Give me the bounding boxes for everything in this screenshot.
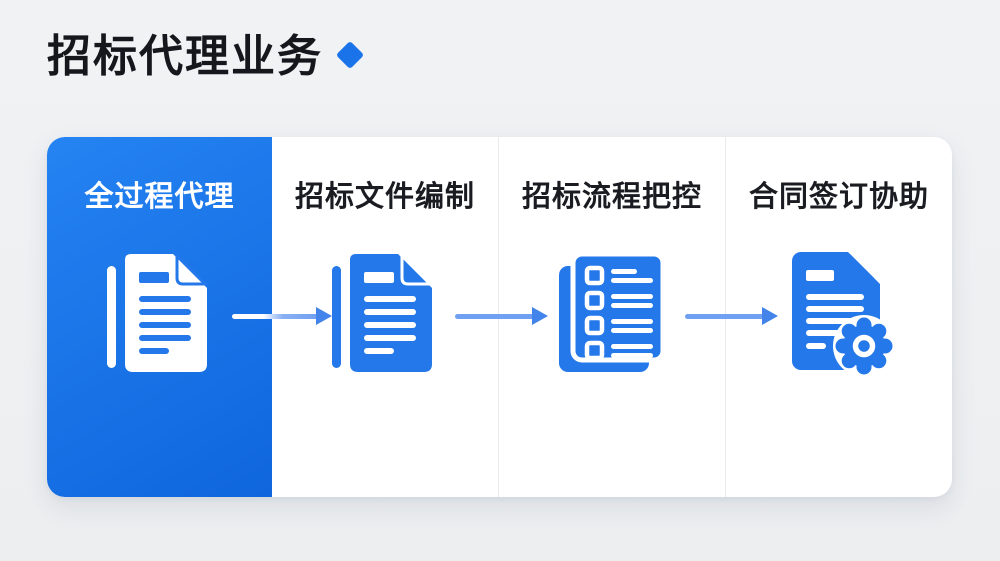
documents-icon [101, 250, 219, 378]
documents-icon [326, 250, 444, 378]
diamond-accent-icon [335, 41, 365, 70]
flow-arrow-1 [232, 303, 332, 329]
checklist-icon [553, 250, 671, 378]
step-label: 招标流程把控 [521, 181, 702, 213]
arrow-head-icon [316, 307, 332, 325]
flow-arrow-2 [455, 303, 548, 329]
page-title-text: 招标代理业务 [47, 32, 323, 81]
step-bidding-process-control: 招标流程把控 [498, 137, 725, 497]
arrow-head-icon [532, 307, 548, 325]
contract-gear-icon [780, 250, 898, 378]
step-contract-signing-assistance: 合同签订协助 [725, 137, 952, 497]
step-label: 全过程代理 [84, 181, 235, 213]
arrow-shaft [685, 313, 765, 319]
arrow-shaft [232, 313, 319, 319]
page-title: 招标代理业务 [47, 32, 365, 81]
flow-arrow-3 [685, 303, 778, 329]
step-bid-document-preparation: 招标文件编制 [272, 137, 498, 497]
process-card: 全过程代理 招标文件编制 [47, 137, 952, 497]
arrow-shaft [455, 313, 535, 319]
step-label: 合同签订协助 [748, 181, 929, 213]
step-label: 招标文件编制 [294, 181, 475, 213]
arrow-head-icon [762, 307, 778, 325]
